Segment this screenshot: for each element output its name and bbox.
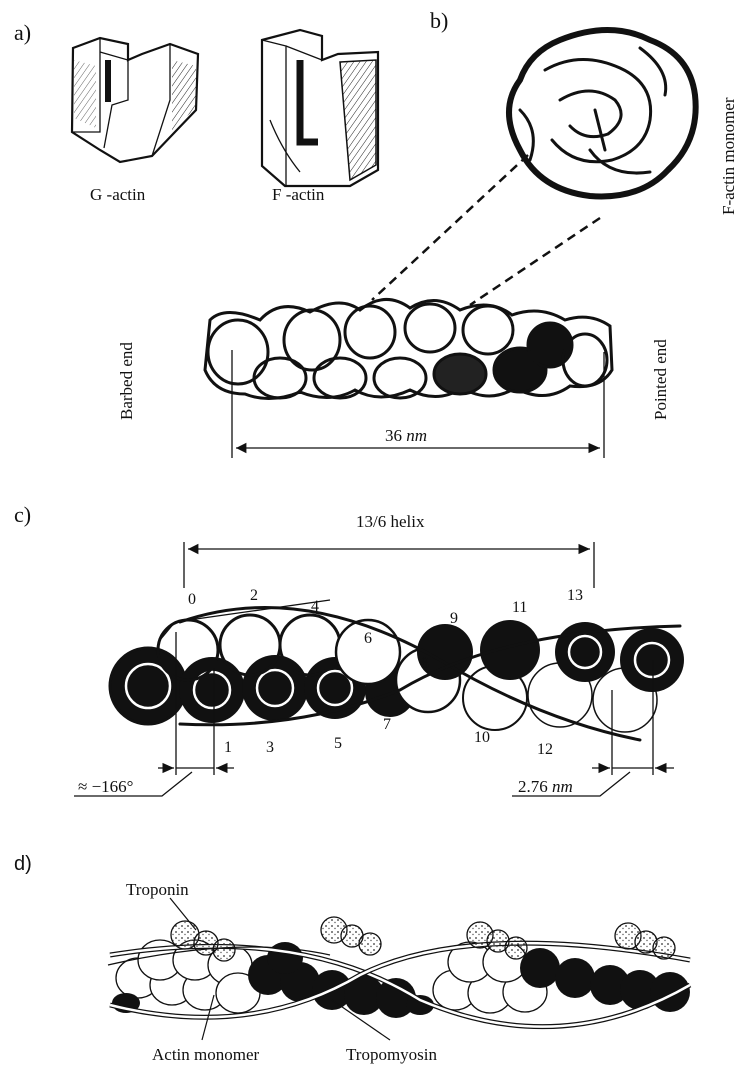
panel-a: a) G -actin F -actin [14, 20, 378, 204]
pointed-end-label: Pointed end [651, 339, 670, 420]
actin-filament-sketch [205, 299, 612, 398]
panel-b: b) F-actin monomer [117, 8, 734, 458]
troponin-label: Troponin [126, 880, 189, 899]
panel-d: d) Troponin [14, 853, 690, 1064]
panel-b-letter: b) [430, 8, 448, 33]
subunit-number: 5 [334, 735, 342, 752]
angle-label: ≈ −166° [78, 777, 133, 796]
subunit-number: 0 [188, 591, 196, 608]
g-actin-label: G -actin [90, 185, 146, 204]
subunit-number: 2 [250, 587, 258, 604]
subunit-number: 3 [266, 739, 274, 756]
tropomyosin-label: Tropomyosin [346, 1045, 438, 1064]
helix-subunits [110, 600, 684, 740]
panel-d-letter: d) [14, 853, 32, 875]
subunit-number: 13 [567, 587, 583, 604]
rise-label: 2.76 nm [518, 777, 573, 796]
barbed-end-label: Barbed end [117, 342, 136, 420]
projection-line-left [372, 155, 528, 300]
subunit-number: 12 [537, 741, 553, 758]
troponin-cluster [321, 917, 381, 955]
subunit-number: 8 [421, 655, 429, 672]
g-actin-block [72, 38, 198, 162]
subunit-number: 10 [474, 729, 490, 746]
projection-line-right [470, 218, 600, 305]
length-value: 36 nm [385, 426, 427, 445]
subunit-number: 6 [364, 630, 372, 647]
f-actin-monomer-blob [509, 30, 696, 196]
panel-a-letter: a) [14, 20, 31, 45]
f-actin-monomer-label: F-actin monomer [719, 97, 734, 215]
f-actin-label: F -actin [272, 185, 325, 204]
panel-c-letter: c) [14, 502, 31, 527]
subunit-number: 4 [311, 598, 319, 615]
subunit-number: 11 [512, 599, 527, 616]
subunit-number: 9 [450, 610, 458, 627]
subunit-number: 1 [224, 739, 232, 756]
panel-c: c) 13/6 helix [14, 502, 684, 796]
actin-monomer-label: Actin monomer [152, 1045, 260, 1064]
thin-filament [108, 917, 690, 1027]
helix-label: 13/6 helix [356, 512, 425, 531]
f-actin-block [262, 30, 378, 186]
subunit-number: 7 [383, 716, 391, 733]
helix-dimension [184, 542, 594, 588]
troponin-cluster [615, 923, 675, 959]
